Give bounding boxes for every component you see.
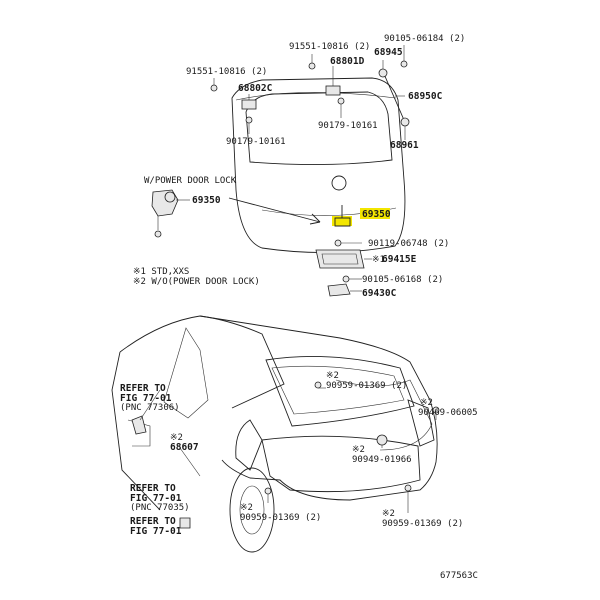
clip-90959-upper <box>314 381 322 389</box>
back-glass-vehicle <box>271 365 405 415</box>
damper-upper-mount <box>378 68 388 78</box>
label-90105-top: 90105-06184 (2) <box>384 34 465 44</box>
mark-1-a: ※1 <box>372 255 385 265</box>
refer3-line2: FIG 77-01 <box>130 526 182 537</box>
damper-stay <box>378 60 410 127</box>
lock-highlight <box>332 216 352 226</box>
refer2-line1: REFER TO <box>130 483 176 494</box>
striker-69430c <box>327 283 351 297</box>
callout-arrow-69350 <box>228 197 321 223</box>
damper-lower-mount <box>400 117 410 127</box>
refer3-line1: REFER TO <box>130 516 176 527</box>
lock-on-door <box>334 205 351 227</box>
label-69350-right: 69350 <box>362 209 391 220</box>
bolt-90179-right <box>337 97 345 105</box>
label-69350-left: 69350 <box>192 195 221 206</box>
rear-window-frame <box>199 315 285 409</box>
mark-2-a: ※2 <box>326 371 339 381</box>
label-90949: 90949-01966 <box>352 455 412 465</box>
mark-2-b: ※2 <box>420 398 433 408</box>
label-68801d: 68801D <box>330 56 365 67</box>
bolt-90179-left <box>245 116 253 124</box>
label-68945: 68945 <box>374 47 403 58</box>
lock-motor-gear <box>164 191 176 203</box>
clip-90959-lower-left <box>264 487 272 495</box>
label-90959-a: 90959-01369 (2) <box>326 381 407 391</box>
rear-wheel-left-hub <box>239 485 265 535</box>
spoiler-line <box>235 92 397 101</box>
bolt-90105-mid <box>342 275 350 283</box>
tail-lamp-left <box>235 419 263 471</box>
highlight-69350 <box>360 208 390 219</box>
bolt-90119 <box>334 239 342 247</box>
callout-arrowhead <box>309 213 321 225</box>
back-door-vehicle <box>265 355 415 427</box>
label-90959-c: 90959-01369 (2) <box>382 519 463 529</box>
power-lock-detail <box>151 189 321 238</box>
label-68961: 68961 <box>390 140 419 151</box>
leaders-upper <box>176 45 406 292</box>
label-69430c: 69430C <box>362 288 397 299</box>
label-90119: 90119-06748 (2) <box>368 239 449 249</box>
label-90179-right: 90179-10161 <box>318 121 378 131</box>
mark-2-d: ※2 <box>352 445 365 455</box>
label-90179-left: 90179-10161 <box>226 137 286 147</box>
back-door-outline <box>231 77 406 253</box>
harness-wire <box>335 379 433 451</box>
label-69415e: 69415E <box>382 254 417 265</box>
back-door-assembly <box>231 77 406 253</box>
emblem <box>331 175 347 191</box>
lock-connector <box>154 230 162 238</box>
bolt-91551-left <box>210 84 218 92</box>
label-68950c: 68950C <box>408 91 443 102</box>
refer2-line2: FIG 77-01 <box>130 493 182 504</box>
back-door-glass <box>245 91 393 166</box>
side-outline <box>111 351 161 511</box>
figure-code: 677563C <box>440 571 478 581</box>
label-68607: 68607 <box>170 442 199 453</box>
bolt-90105-top <box>400 60 408 68</box>
label-91551-top: 91551-10816 (2) <box>289 42 370 52</box>
lock-cylinder-part <box>131 415 147 435</box>
label-90105-mid: 90105-06168 (2) <box>362 275 443 285</box>
note-2: ※2 W/O(POWER DOOR LOCK) <box>133 277 260 287</box>
label-90469: 90469-06005 <box>418 408 478 418</box>
grommet-90949 <box>376 434 388 446</box>
note-1: ※1 STD,XXS <box>133 267 189 277</box>
bracket-part <box>179 517 191 529</box>
hinge-right-body <box>325 85 341 96</box>
rear-wheel-left <box>229 467 275 553</box>
vehicle-body <box>111 315 440 553</box>
refer2-line3: (PNC 77035) <box>130 503 190 513</box>
label-68802c: 68802C <box>238 83 273 94</box>
striker-cover-inner <box>321 253 359 265</box>
refer1-line3: (PNC 77306) <box>120 403 180 413</box>
refer1-line2: FIG 77-01 <box>120 393 172 404</box>
quarter-window <box>163 327 209 419</box>
leaders-lower <box>139 387 437 513</box>
bolt-91551-top <box>308 62 316 70</box>
tail-lamp-right <box>407 399 435 447</box>
label-91551-left: 91551-10816 (2) <box>186 67 267 77</box>
label-90959-b: 90959-01369 (2) <box>240 513 321 523</box>
damper-rod <box>383 73 405 121</box>
mark-2-c: ※2 <box>170 433 183 443</box>
hinge-left-body <box>241 99 257 110</box>
mark-2-f: ※2 <box>382 509 395 519</box>
mark-2-e: ※2 <box>240 503 253 513</box>
label-wpower: W/POWER DOOR LOCK <box>144 176 237 186</box>
striker-cover-69415e <box>315 249 365 269</box>
hinge-right <box>308 62 345 105</box>
clip-90959-lower-right <box>404 484 412 492</box>
rear-bumper <box>261 435 421 493</box>
refer1-line1: REFER TO <box>120 383 166 394</box>
body-outline <box>119 315 438 501</box>
